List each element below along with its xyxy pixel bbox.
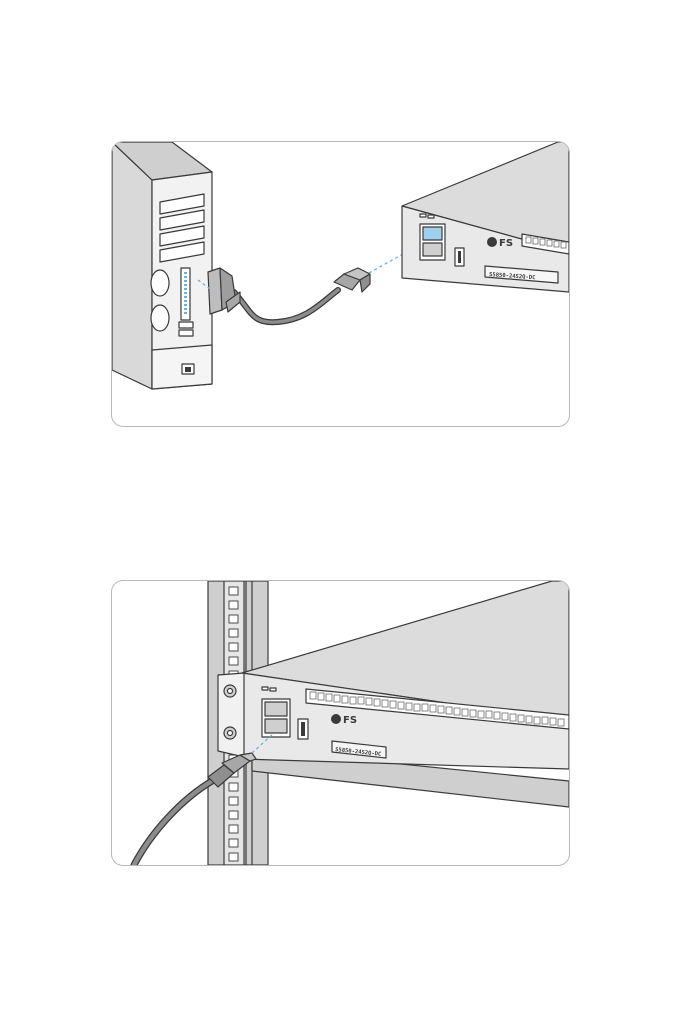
rack-connection-drawing: FS S5850-24S2Q-DC: [112, 581, 569, 865]
console-connection-illustration: FS S5850-24S2Q-DC: [111, 141, 570, 427]
switch-brand: FS: [343, 715, 357, 726]
console-cable: [208, 268, 370, 322]
network-switch: [218, 581, 569, 769]
rack-connection-illustration: FS S5850-24S2Q-DC: [111, 580, 570, 866]
switch-brand: FS: [499, 238, 513, 249]
network-switch: [402, 142, 569, 292]
computer-tower: [112, 142, 212, 389]
console-connection-drawing: FS S5850-24S2Q-DC: [112, 142, 569, 426]
